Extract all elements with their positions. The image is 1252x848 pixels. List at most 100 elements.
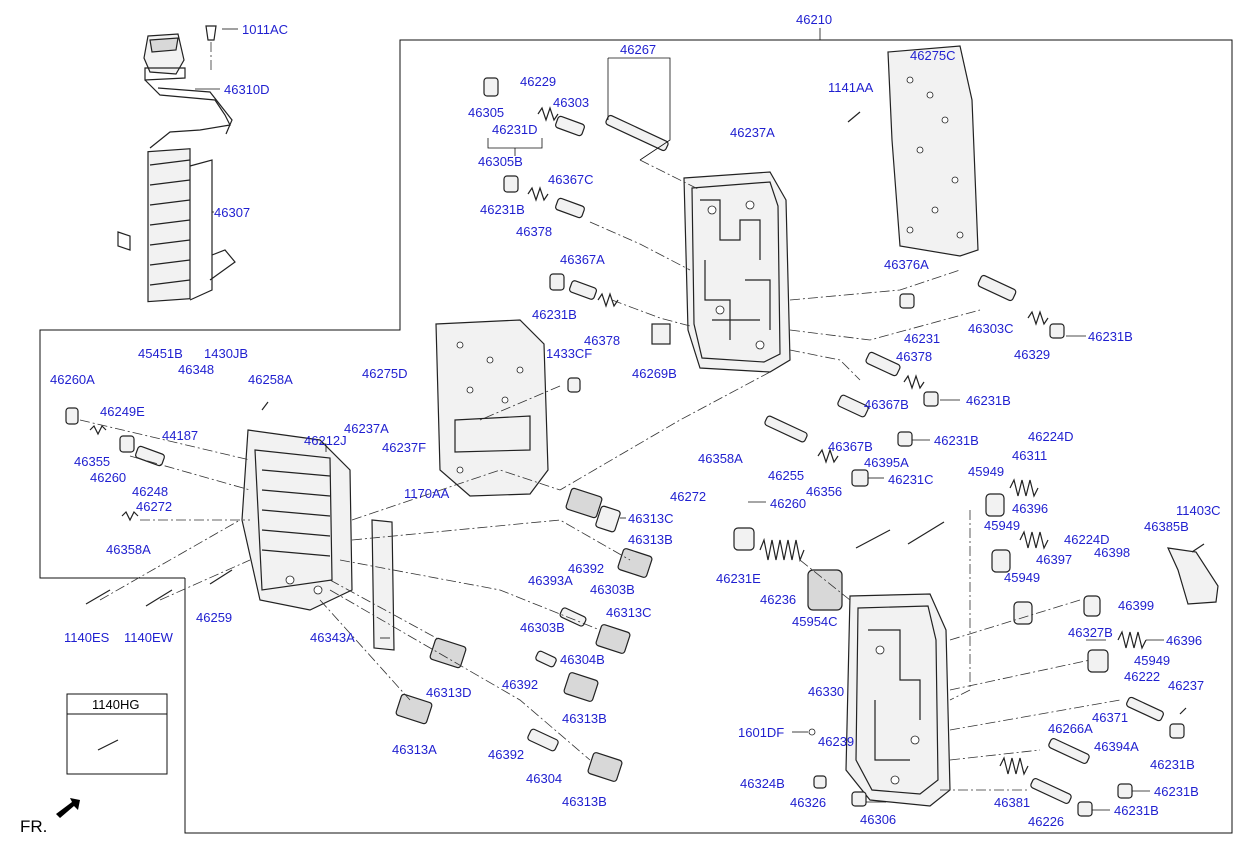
label-46231B-e: 46231B (934, 433, 979, 448)
label-46378-c: 46378 (896, 349, 932, 364)
label-46343A: 46343A (310, 630, 355, 645)
label-46313C-b: 46313C (606, 605, 652, 620)
label-46356: 46356 (806, 484, 842, 499)
label-46239: 46239 (818, 734, 854, 749)
label-46399: 46399 (1118, 598, 1154, 613)
label-46396-b: 46396 (1166, 633, 1202, 648)
wiring-harness-icon (117, 25, 236, 303)
label-46231B-d: 46231B (966, 393, 1011, 408)
label-1140HG: 1140HG (92, 697, 139, 712)
label-46310D: 46310D (224, 82, 270, 97)
label-46395A: 46395A (864, 455, 909, 470)
label-46313C-a: 46313C (628, 511, 674, 526)
label-46348: 46348 (178, 362, 214, 377)
label-46378-a: 46378 (516, 224, 552, 239)
label-46304: 46304 (526, 771, 562, 786)
label-46248: 46248 (132, 484, 168, 499)
label-46392-c: 46392 (488, 747, 524, 762)
label-46306: 46306 (860, 812, 896, 827)
label-45949-b: 45949 (984, 518, 1020, 533)
label-44187: 44187 (162, 428, 198, 443)
label-46313D: 46313D (426, 685, 472, 700)
label-46231B-c: 46231B (1088, 329, 1133, 344)
label-46367B-b: 46367B (828, 439, 873, 454)
label-46303C: 46303C (968, 321, 1014, 336)
label-45949-c: 45949 (1004, 570, 1040, 585)
label-1430JB: 1430JB (204, 346, 248, 361)
label-45451B: 45451B (138, 346, 183, 361)
label-46226: 46226 (1028, 814, 1064, 829)
label-1140ES: 1140ES (64, 630, 110, 645)
label-46358A-right: 46358A (698, 451, 743, 466)
label-46305: 46305 (468, 105, 504, 120)
label-46231E: 46231E (716, 571, 761, 586)
diagram-frames (39, 28, 1233, 834)
label-46393A: 46393A (528, 573, 573, 588)
label-46392-b: 46392 (502, 677, 538, 692)
legend-box-1140HG (66, 693, 168, 775)
label-11403C: 11403C (1176, 503, 1221, 518)
label-46396-a: 46396 (1012, 501, 1048, 516)
lower-right-valve-body-icon (845, 593, 951, 807)
label-46272-left: 46272 (136, 499, 172, 514)
label-1011AC: 1011AC (242, 22, 288, 37)
label-1601DF: 1601DF (738, 725, 784, 740)
lower-left-valve-body-icon (241, 429, 353, 611)
label-46266A: 46266A (1048, 721, 1093, 736)
spring-icon (89, 106, 1147, 776)
label-46224D: 46224D (1028, 429, 1074, 444)
label-46324B: 46324B (740, 776, 785, 791)
label-46260-left: 46260 (90, 470, 126, 485)
label-46313A: 46313A (392, 742, 437, 757)
label-1140EW: 1140EW (124, 630, 174, 645)
label-46229: 46229 (520, 74, 556, 89)
label-46275C: 46275C (910, 48, 956, 63)
label-1170AA: 1170AA (404, 486, 450, 501)
label-46398: 46398 (1094, 545, 1130, 560)
label-46376A: 46376A (884, 257, 929, 272)
label-46307: 46307 (214, 205, 250, 220)
label-46259: 46259 (196, 610, 232, 625)
label-46381: 46381 (994, 795, 1030, 810)
front-arrow-icon (56, 798, 80, 818)
label-46260A: 46260A (50, 372, 95, 387)
label-46303B-b: 46303B (520, 620, 565, 635)
label-46231B-b: 46231B (532, 307, 577, 322)
label-46313B-b: 46313B (562, 711, 607, 726)
label-46231B-a: 46231B (480, 202, 525, 217)
label-46313B-a: 46313B (628, 532, 673, 547)
label-46237A-mid: 46237A (344, 421, 389, 436)
label-front: FR. (20, 817, 47, 836)
part-labels: 46210 1011AC 46310D 46307 46267 46229 46… (20, 12, 1221, 836)
label-46397: 46397 (1036, 552, 1072, 567)
label-46255: 46255 (768, 468, 804, 483)
label-1141AA: 1141AA (828, 80, 874, 95)
label-46231B-f: 46231B (1150, 757, 1195, 772)
label-46231B-g: 46231B (1154, 784, 1199, 799)
label-46237F: 46237F (382, 440, 426, 455)
label-46371: 46371 (1092, 710, 1128, 725)
label-46303: 46303 (553, 95, 589, 110)
label-46358A-left: 46358A (106, 542, 151, 557)
label-46311: 46311 (1012, 448, 1047, 463)
plug-icon (65, 77, 1185, 817)
label-46394A: 46394A (1094, 739, 1139, 754)
label-46224D-b: 46224D (1064, 532, 1110, 547)
label-46222: 46222 (1124, 669, 1160, 684)
label-46330: 46330 (808, 684, 844, 699)
assembly-lines (79, 159, 1121, 791)
label-46303B-a: 46303B (590, 582, 635, 597)
label-46367C: 46367C (548, 172, 594, 187)
label-46249E: 46249E (100, 404, 145, 419)
filter-icon (651, 323, 671, 345)
label-46258A: 46258A (248, 372, 293, 387)
label-1433CF: 1433CF (546, 346, 592, 361)
label-46231D: 46231D (492, 122, 538, 137)
bracket-icon (1167, 547, 1219, 605)
label-46305B: 46305B (478, 154, 523, 169)
label-46237A-top: 46237A (730, 125, 775, 140)
label-46267: 46267 (620, 42, 656, 57)
label-45954C: 45954C (792, 614, 838, 629)
label-45949-d: 45949 (1134, 653, 1170, 668)
label-46304B: 46304B (560, 652, 605, 667)
